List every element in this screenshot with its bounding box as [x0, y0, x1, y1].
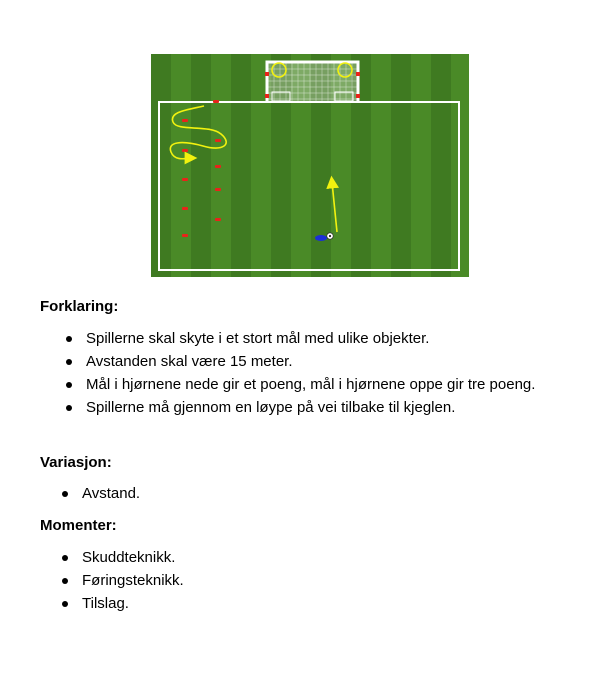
list-item-text: Føringsteknikk.	[82, 572, 184, 589]
section-heading-forklaring: Forklaring:	[40, 298, 119, 315]
bullet-icon	[66, 359, 72, 365]
cones	[182, 100, 221, 237]
bullet-icon	[66, 382, 72, 388]
ball-icon	[326, 232, 334, 240]
start-cone	[315, 235, 327, 241]
bullet-icon	[66, 336, 72, 342]
bullet-icon	[66, 405, 72, 411]
list-item-text: Avstand.	[82, 485, 141, 502]
list-item-text: Mål i hjørnene nede gir et poeng, mål i …	[86, 376, 536, 393]
bullet-icon	[62, 491, 68, 497]
goal	[265, 60, 360, 102]
drill-diagram	[151, 54, 469, 277]
bullet-icon	[62, 601, 68, 607]
field-boundary	[158, 101, 460, 271]
list-item-text: Spillerne skal skyte i et stort mål med …	[86, 330, 430, 347]
list-item-text: Tilslag.	[82, 595, 129, 612]
list-item-text: Spillerne må gjennom en løype på vei til…	[86, 399, 456, 416]
bullet-icon	[62, 578, 68, 584]
section-heading-variasjon: Variasjon:	[40, 454, 112, 471]
list-item-text: Avstanden skal være 15 meter.	[86, 353, 293, 370]
bullet-icon	[62, 555, 68, 561]
section-heading-momenter: Momenter:	[40, 517, 117, 534]
dribble-path	[169, 105, 227, 165]
shot-arrow	[326, 175, 340, 233]
list-item-text: Skuddteknikk.	[82, 549, 176, 566]
